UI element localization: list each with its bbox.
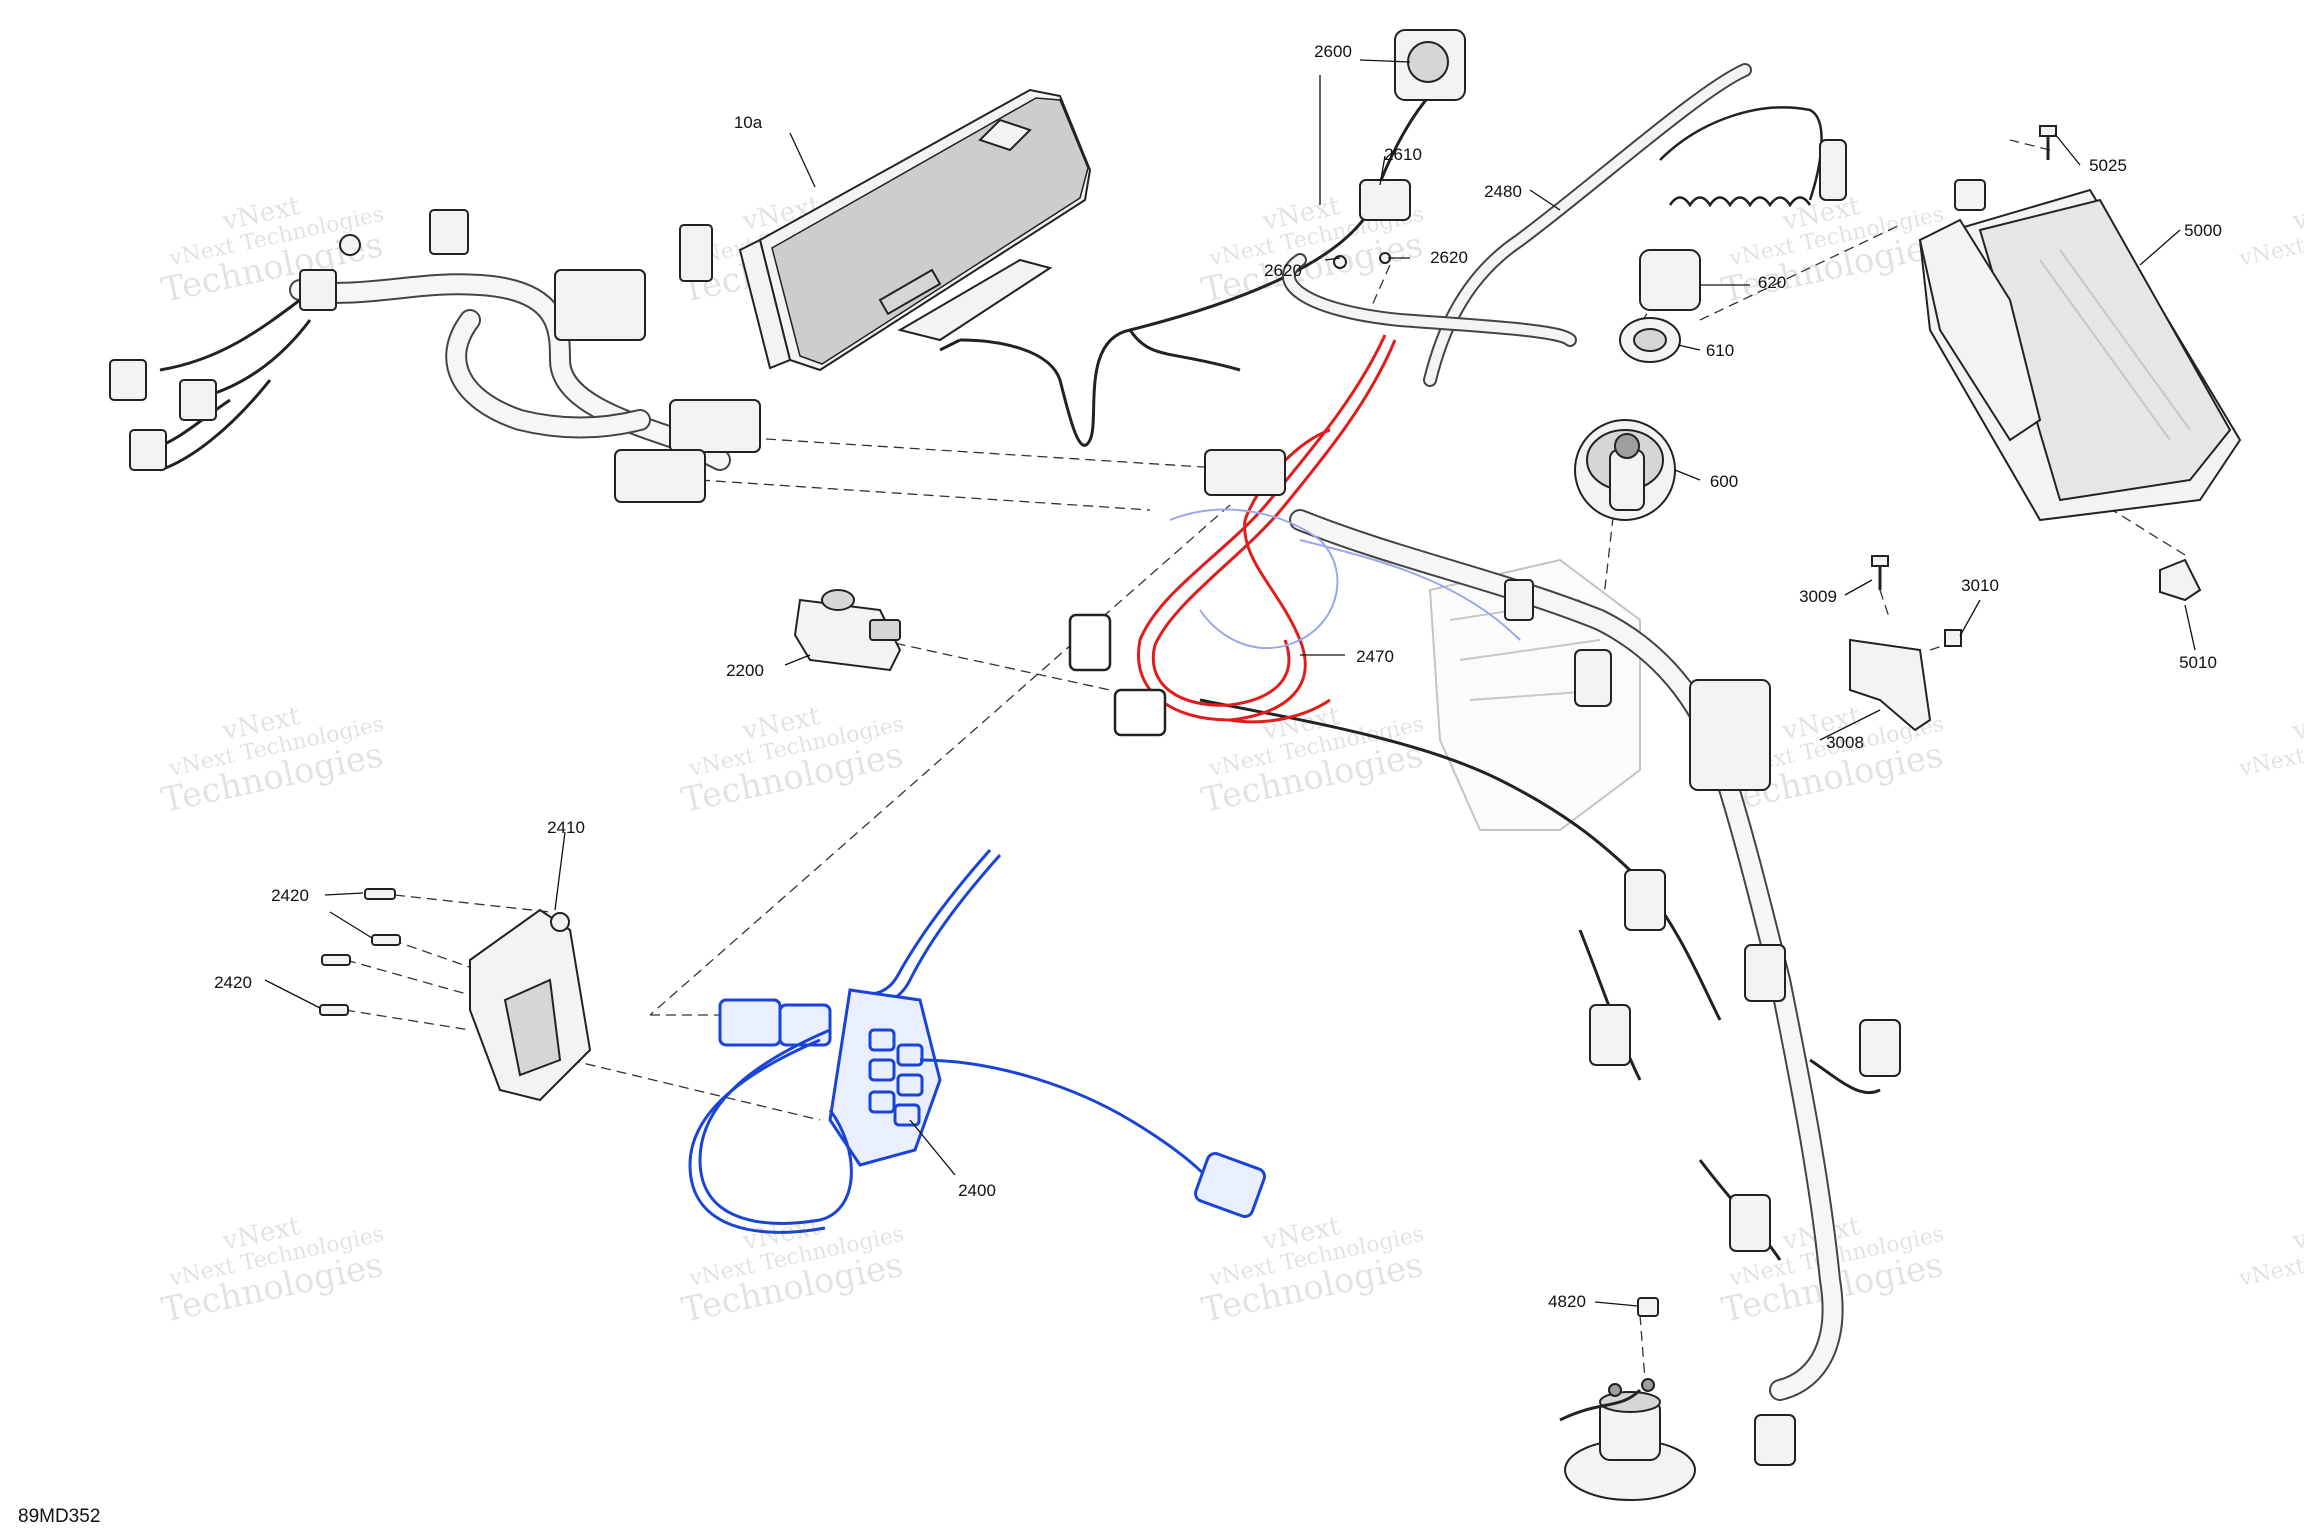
part-2400-switch-blue bbox=[688, 849, 1266, 1234]
callout-2620-left: 2620 bbox=[1264, 261, 1302, 280]
callout-620: 620 bbox=[1758, 273, 1786, 292]
part-600-switch bbox=[1574, 419, 1676, 521]
callout-2410: 2410 bbox=[547, 818, 585, 837]
callout-3009: 3009 bbox=[1799, 587, 1837, 606]
part-2420-screws bbox=[319, 888, 401, 1016]
part-2600-sensor bbox=[939, 29, 1466, 447]
callout-2400: 2400 bbox=[958, 1181, 996, 1200]
part-5025-bolt bbox=[2039, 125, 2057, 160]
main-harness bbox=[1199, 509, 1901, 1466]
callout-2420-lower: 2420 bbox=[214, 973, 252, 992]
part-610-ring bbox=[1619, 317, 1681, 363]
callout-2470: 2470 bbox=[1356, 647, 1394, 666]
callout-2610: 2610 bbox=[1384, 145, 1422, 164]
callout-5000: 5000 bbox=[2184, 221, 2222, 240]
callout-labels: 10a 2600 2610 2620 2620 2480 620 610 600… bbox=[214, 42, 2222, 1311]
ghost-switch-outline bbox=[1169, 449, 1521, 649]
diagram-code: 89MD352 bbox=[18, 1506, 100, 1527]
part-5000-ecu bbox=[1918, 179, 2242, 522]
callout-2480: 2480 bbox=[1484, 182, 1522, 201]
watermark-small: vNext bbox=[2289, 701, 2304, 747]
callout-610: 610 bbox=[1706, 341, 1734, 360]
callout-3008: 3008 bbox=[1826, 733, 1864, 752]
left-harness bbox=[109, 209, 761, 503]
part-3008-bracket bbox=[1849, 638, 1932, 732]
callout-5025: 5025 bbox=[2089, 156, 2127, 175]
callout-2200: 2200 bbox=[726, 661, 764, 680]
part-2410-cover bbox=[469, 908, 592, 1102]
callout-2600: 2600 bbox=[1314, 42, 1352, 61]
part-10a-display bbox=[738, 88, 1092, 372]
part-5010-clip bbox=[2159, 558, 2202, 602]
callout-2620-right: 2620 bbox=[1430, 248, 1468, 267]
part-2200-sensor bbox=[793, 589, 902, 672]
watermark-small: vNext bbox=[2289, 1211, 2304, 1257]
assembly-lines bbox=[344, 139, 2186, 1381]
callout-5010: 5010 bbox=[2179, 653, 2217, 672]
callout-4820: 4820 bbox=[1548, 1292, 1586, 1311]
callout-600: 600 bbox=[1710, 472, 1738, 491]
part-4820-nut bbox=[1637, 1297, 1659, 1317]
watermark-small: vNext bbox=[2289, 191, 2304, 237]
callout-2420-upper: 2420 bbox=[271, 886, 309, 905]
callout-10a: 10a bbox=[734, 113, 763, 132]
part-620-coiled-lanyard bbox=[1639, 106, 1847, 311]
callout-3010: 3010 bbox=[1961, 576, 1999, 595]
relay-solenoid bbox=[1559, 1378, 1696, 1501]
part-2470-harness-red bbox=[1068, 334, 1397, 737]
leader-lines bbox=[264, 59, 2196, 1307]
part-3010-bolt bbox=[1944, 629, 1962, 647]
part-3009-bolt bbox=[1871, 555, 1889, 590]
part-2480-cable bbox=[1282, 63, 1752, 387]
